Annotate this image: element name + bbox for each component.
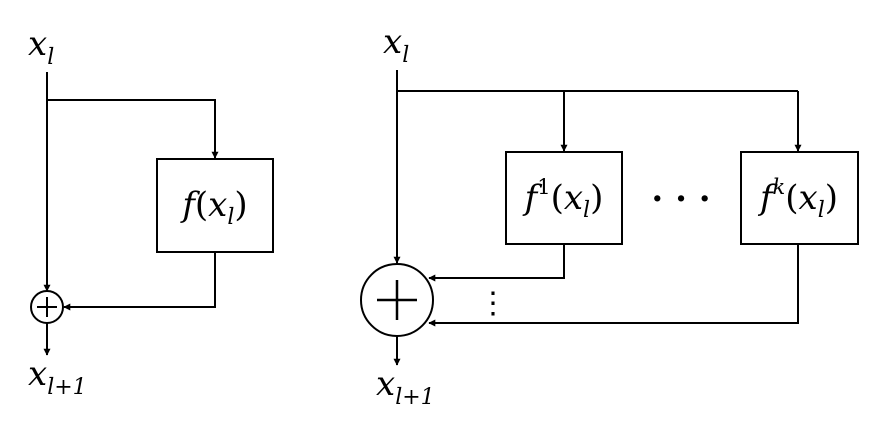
left-output-label: xl+1 <box>28 354 87 400</box>
right-function-k-output-path <box>428 244 799 327</box>
right-function-1-label: f1(xl) <box>522 175 604 223</box>
right-vertical-ellipsis: ⋮ <box>478 286 508 321</box>
left-function-label: f(xl) <box>179 185 247 230</box>
right-adder-icon <box>360 263 434 337</box>
left-function-output-path <box>63 252 216 311</box>
right-output-label: xl+1 <box>376 364 435 410</box>
left-branch-to-function <box>47 99 219 159</box>
left-adder-icon <box>30 290 64 324</box>
right-input-label: xl <box>383 22 409 68</box>
right-function-k-label: fk(xl) <box>757 175 838 223</box>
right-function-k-box <box>740 151 859 245</box>
right-function-1-output-path <box>428 244 565 282</box>
right-horizontal-ellipsis: · · · <box>651 179 710 219</box>
right-function-1-box <box>505 151 623 245</box>
right-residual-block: xl f1(xl) · · · fk(xl) ⋮ <box>360 22 859 410</box>
left-input-label: xl <box>28 24 54 70</box>
left-residual-block: xl f(xl) xl+1 <box>28 24 274 400</box>
